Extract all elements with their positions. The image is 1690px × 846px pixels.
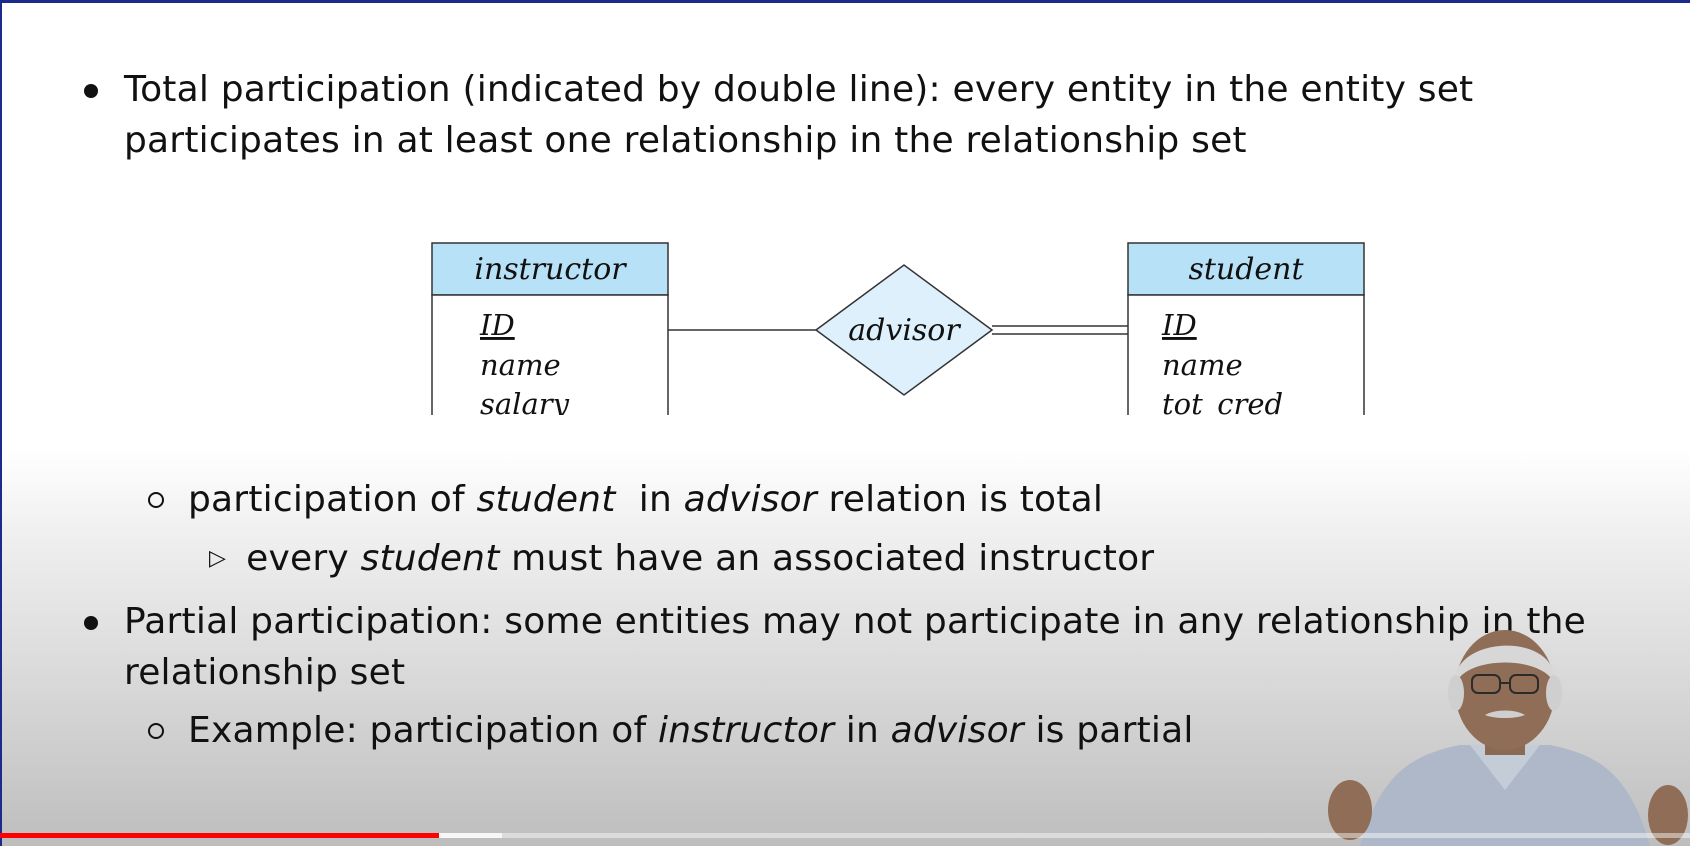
- video-progress-bar[interactable]: [0, 833, 1690, 838]
- entity-attribute: name: [1162, 348, 1243, 382]
- entity-body: [1127, 294, 1365, 415]
- text-run: in: [834, 710, 891, 751]
- text-run-italic: student: [360, 538, 500, 579]
- triangle-bullet-icon: ▷: [209, 546, 227, 571]
- sub-bullet-text: Example: participation of instructor in …: [188, 705, 1194, 756]
- entity-header: [431, 242, 669, 296]
- sub-sub-bullet-text: every student must have an associated in…: [246, 533, 1154, 584]
- entity-attribute-key: ID: [1161, 308, 1197, 342]
- bullet-text: Total participation (indicated by double…: [124, 69, 1474, 161]
- sub-bullet-example: Example: participation of instructor in …: [148, 705, 1194, 756]
- entity-header: [1127, 242, 1365, 296]
- relationship-diamond: [814, 264, 994, 396]
- text-run-italic: advisor: [683, 479, 817, 520]
- video-played-bar: [0, 833, 440, 838]
- sub-bullet-text: participation of student in advisor rela…: [188, 474, 1103, 525]
- entity-student: student ID name tot_cred: [1127, 242, 1365, 415]
- text-run: every: [246, 538, 361, 579]
- presenter-figure-icon: [1328, 630, 1688, 846]
- bullet-dot-icon: [84, 84, 98, 98]
- text-run-italic: instructor: [658, 710, 835, 751]
- relationship-advisor: advisor: [814, 264, 994, 396]
- text-run: relation is total: [816, 479, 1104, 520]
- text-run: must have an associated instructor: [499, 538, 1155, 579]
- sub-bullet-student-total: participation of student in advisor rela…: [148, 474, 1103, 525]
- entity-attribute: salary: [480, 387, 570, 415]
- sub-sub-bullet-student-instructor: ▷ every student must have an associated …: [209, 533, 1154, 584]
- bullet-dot-icon: [84, 616, 98, 630]
- text-run: is partial: [1023, 710, 1194, 751]
- circle-bullet-icon: [148, 723, 164, 739]
- text-run-italic: student: [476, 479, 616, 520]
- presenter-video-overlay: [1320, 615, 1690, 846]
- relationship-name: advisor: [848, 313, 961, 348]
- entity-attribute-key: ID: [479, 308, 515, 342]
- text-run-italic: advisor: [890, 710, 1024, 751]
- entity-attribute: name: [480, 348, 561, 382]
- slide-left-border: [0, 0, 2, 846]
- entity-name: instructor: [474, 252, 627, 287]
- er-diagram: instructor ID name salary advisor studen…: [431, 242, 1365, 415]
- entity-instructor: instructor ID name salary: [431, 242, 669, 415]
- bullet-partial-participation: Partial participation: some entities may…: [84, 596, 1624, 698]
- text-run: Example: participation of: [188, 710, 659, 751]
- bullet-text: Partial participation: some entities may…: [124, 601, 1587, 693]
- entity-body: [431, 294, 669, 415]
- slide-top-border: [0, 0, 1690, 3]
- entity-attribute: tot_cred: [1162, 387, 1283, 415]
- bullet-total-participation: Total participation (indicated by double…: [84, 64, 1664, 166]
- circle-bullet-icon: [148, 492, 164, 508]
- text-run: in: [615, 479, 684, 520]
- entity-name: student: [1188, 252, 1304, 287]
- text-run: participation of: [188, 479, 477, 520]
